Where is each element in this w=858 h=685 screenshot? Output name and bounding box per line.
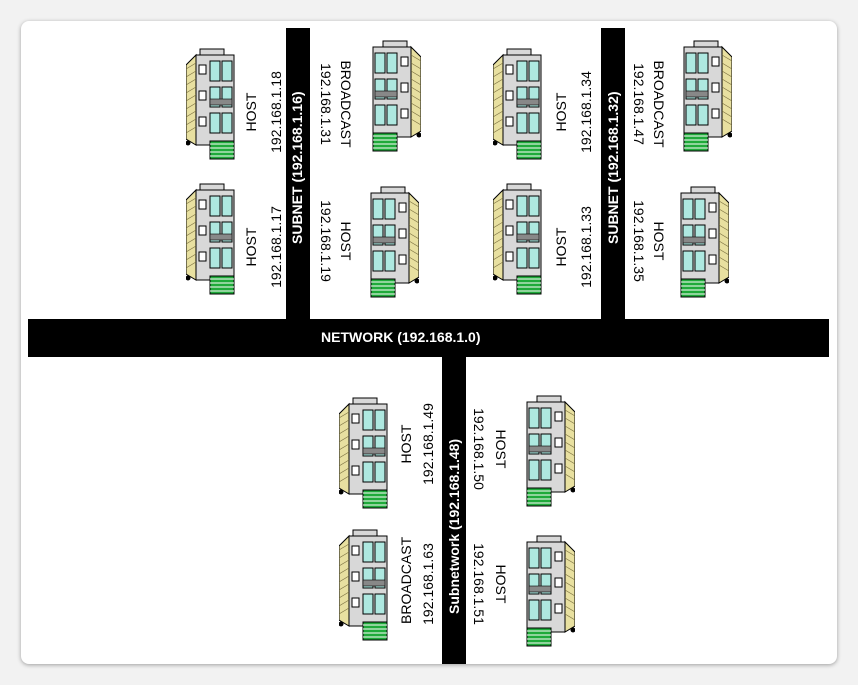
building-icon bbox=[361, 35, 422, 153]
building-icon bbox=[185, 178, 246, 296]
building-icon-svg bbox=[185, 183, 235, 295]
node-role-label: HOST bbox=[243, 92, 259, 132]
building-icon bbox=[338, 524, 399, 642]
node-ip-label: 192.168.1.19 bbox=[318, 200, 334, 282]
building-icon bbox=[492, 178, 553, 296]
network-backbone bbox=[28, 319, 829, 357]
node-role-label: HOST bbox=[243, 227, 259, 267]
building-icon-svg bbox=[372, 40, 422, 152]
subnet-3-bar bbox=[442, 351, 466, 664]
node-ip-label: 192.168.1.35 bbox=[631, 200, 647, 282]
building-icon-svg bbox=[492, 183, 542, 295]
building-icon bbox=[185, 43, 246, 161]
subnet-2-bar bbox=[601, 28, 625, 328]
building-icon bbox=[492, 43, 553, 161]
building-icon bbox=[669, 181, 730, 299]
node-ip-label: 192.168.1.17 bbox=[268, 206, 284, 288]
building-icon bbox=[338, 392, 399, 510]
node-role-label: HOST bbox=[553, 227, 569, 267]
building-icon-svg bbox=[492, 48, 542, 160]
node-role-label: HOST bbox=[553, 92, 569, 132]
network-label: NETWORK (192.168.1.0) bbox=[321, 329, 481, 345]
building-icon-svg bbox=[526, 535, 576, 647]
subnet-1-bar bbox=[286, 28, 310, 328]
node-role-label: BROADCAST bbox=[398, 536, 414, 624]
node-ip-label: 192.168.1.51 bbox=[471, 543, 487, 625]
node-role-label: HOST bbox=[651, 221, 667, 261]
node-ip-label: 192.168.1.31 bbox=[318, 63, 334, 145]
building-icon-svg bbox=[370, 186, 420, 298]
building-icon-svg bbox=[338, 397, 388, 509]
node-role-label: HOST bbox=[493, 429, 509, 469]
building-icon bbox=[515, 390, 576, 508]
building-icon bbox=[515, 530, 576, 648]
building-icon bbox=[672, 35, 733, 153]
node-ip-label: 192.168.1.18 bbox=[268, 71, 284, 153]
node-role-label: BROADCAST bbox=[338, 60, 354, 148]
node-ip-label: 192.168.1.34 bbox=[578, 71, 594, 153]
node-ip-label: 192.168.1.50 bbox=[471, 408, 487, 490]
building-icon-svg bbox=[683, 40, 733, 152]
building-icon-svg bbox=[338, 529, 388, 641]
building-icon-svg bbox=[680, 186, 730, 298]
building-icon-svg bbox=[526, 395, 576, 507]
node-role-label: BROADCAST bbox=[651, 60, 667, 148]
subnet-1-label: SUBNET (192.168.1.16) bbox=[289, 91, 305, 244]
node-role-label: HOST bbox=[338, 221, 354, 261]
building-icon-svg bbox=[185, 48, 235, 160]
building-icon bbox=[359, 181, 420, 299]
node-ip-label: 192.168.1.47 bbox=[631, 63, 647, 145]
subnet-3-label: Subnetwork (192.168.1.48) bbox=[446, 438, 462, 614]
node-role-label: HOST bbox=[398, 424, 414, 464]
node-ip-label: 192.168.1.63 bbox=[420, 543, 436, 625]
subnet-2-label: SUBNET (192.168.1.32) bbox=[605, 91, 621, 244]
node-ip-label: 192.168.1.49 bbox=[420, 403, 436, 485]
node-role-label: HOST bbox=[493, 564, 509, 604]
node-ip-label: 192.168.1.33 bbox=[578, 206, 594, 288]
diagram-canvas: NETWORK (192.168.1.0) SUBNET (192.168.1.… bbox=[21, 21, 837, 664]
